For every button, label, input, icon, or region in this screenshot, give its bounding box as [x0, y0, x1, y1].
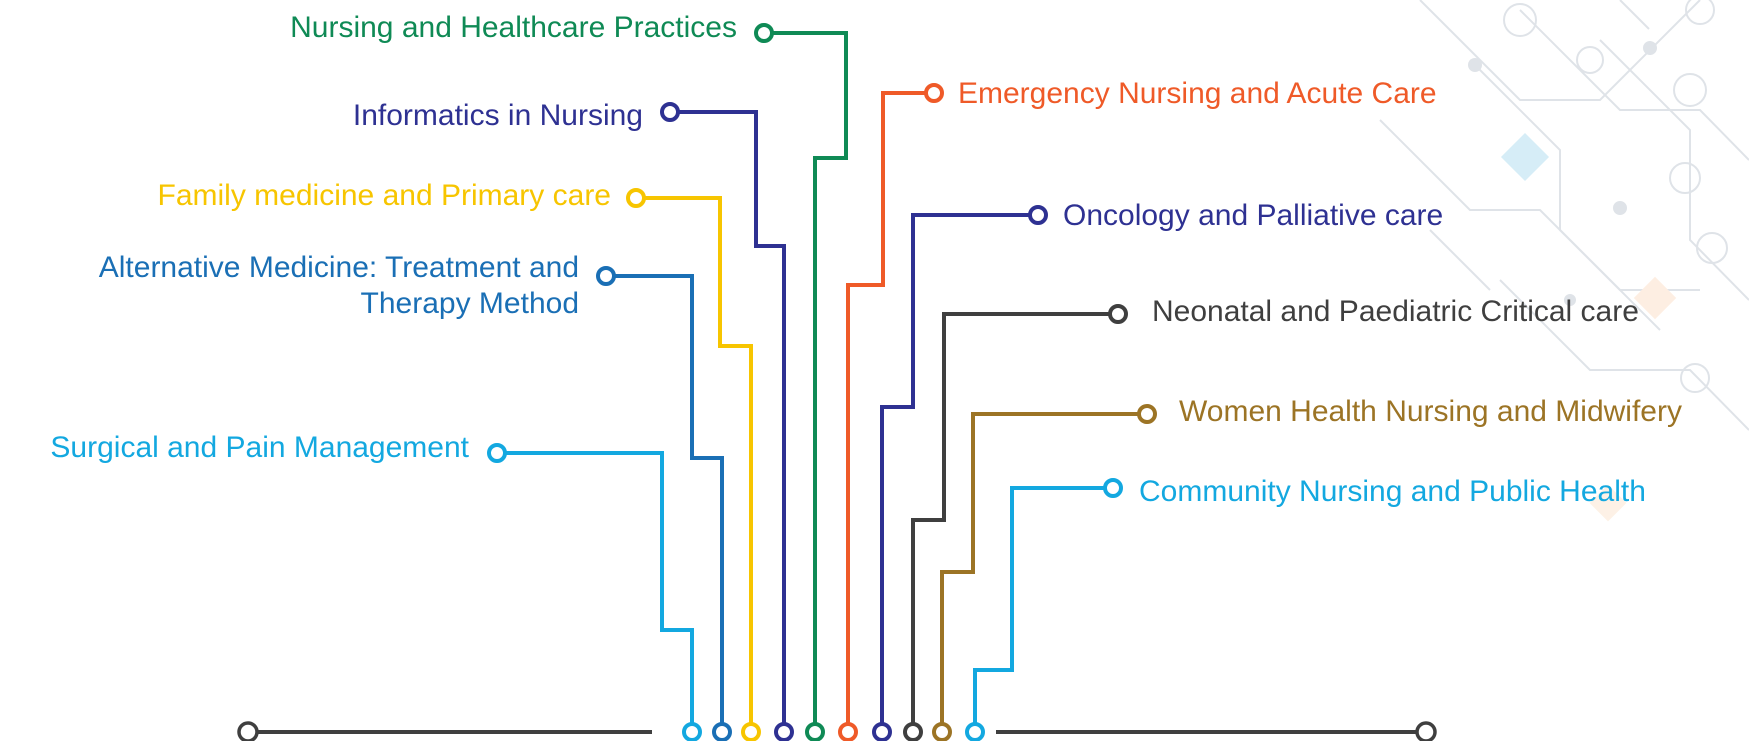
baseline-node-informatics [774, 722, 794, 741]
baseline-left-end [237, 721, 259, 741]
baseline-node-community [965, 722, 985, 741]
connector-node-emergency [924, 83, 944, 103]
connector-node-women-health [1137, 404, 1157, 424]
connector-line-emergency [846, 91, 934, 732]
baseline-node-family-medicine [741, 722, 761, 741]
baseline-right-end [1415, 721, 1437, 741]
baseline-node-neonatal [903, 722, 923, 741]
decorative-circuit-background [1379, 0, 1749, 431]
connector-line-community [973, 486, 1113, 732]
baseline-node-emergency [838, 722, 858, 741]
baseline-node-women-health [932, 722, 952, 741]
topic-connectors [487, 23, 1157, 741]
decorative-diamond-blue [1500, 132, 1550, 182]
baseline-node-surgical-pain [682, 722, 702, 741]
connector-line-informatics [670, 110, 786, 732]
topic-label-informatics[interactable]: Informatics in Nursing [352, 99, 643, 132]
connector-node-alternative-medicine [596, 266, 616, 286]
decorative-diamond-peach-small [1589, 484, 1627, 522]
baseline [237, 721, 1437, 741]
connector-node-informatics [660, 102, 680, 122]
baseline-node-oncology [872, 722, 892, 741]
connector-line-neonatal [911, 312, 1118, 732]
topic-label-alternative-medicine[interactable]: Alternative Medicine: Treatment and Ther… [98, 251, 579, 320]
decorative-diamond-peach [1633, 276, 1677, 320]
topic-label-women-health[interactable]: Women Health Nursing and Midwifery [1179, 395, 1682, 428]
connector-line-surgical-pain [497, 451, 694, 732]
connector-line-women-health [940, 412, 1147, 732]
connector-node-community [1103, 478, 1123, 498]
connector-node-surgical-pain [487, 443, 507, 463]
connector-line-oncology [880, 213, 1038, 732]
connector-node-neonatal [1108, 304, 1128, 324]
baseline-node-nursing-healthcare [805, 722, 825, 741]
baseline-node-alternative-medicine [712, 722, 732, 741]
connector-line-alternative-medicine [606, 274, 724, 732]
topic-label-emergency[interactable]: Emergency Nursing and Acute Care [958, 77, 1437, 110]
connector-line-nursing-healthcare [764, 31, 848, 732]
connector-node-oncology [1028, 205, 1048, 225]
topic-label-surgical-pain[interactable]: Surgical and Pain Management [50, 431, 469, 464]
topic-label-nursing-healthcare[interactable]: Nursing and Healthcare Practices [290, 11, 737, 44]
connector-line-family-medicine [636, 196, 753, 732]
topic-label-family-medicine[interactable]: Family medicine and Primary care [157, 179, 611, 212]
connector-node-nursing-healthcare [754, 23, 774, 43]
topic-label-neonatal[interactable]: Neonatal and Paediatric Critical care [1152, 295, 1639, 328]
topic-label-community[interactable]: Community Nursing and Public Health [1139, 475, 1646, 508]
connector-node-family-medicine [626, 188, 646, 208]
topic-label-oncology[interactable]: Oncology and Palliative care [1063, 199, 1444, 232]
